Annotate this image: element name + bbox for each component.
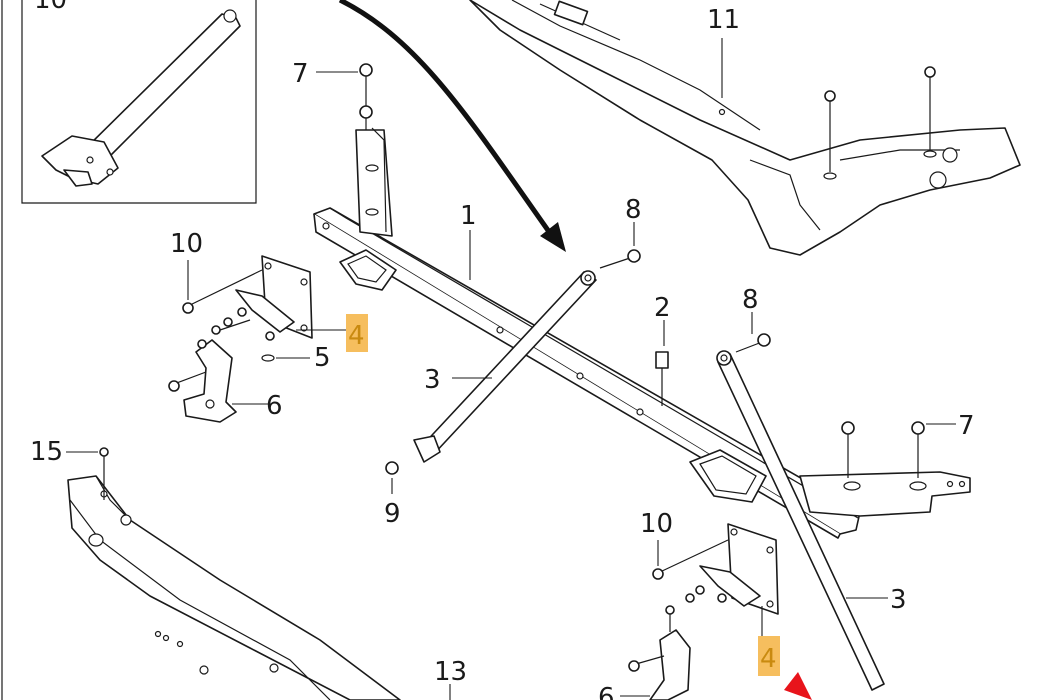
- callout-7-right: 7: [958, 411, 975, 441]
- callout-5: 5: [314, 343, 331, 373]
- callout-3-right: 3: [890, 585, 907, 615]
- strut-3-left: 8 3 9: [384, 195, 642, 529]
- callout-6-bottom: 6: [598, 683, 615, 700]
- callout-11: 11: [707, 5, 740, 35]
- mount-assembly-left: 10 6 5 4: [168, 229, 368, 423]
- callout-9: 9: [384, 499, 401, 529]
- callout-2: 2: [654, 293, 671, 323]
- callout-1: 1: [460, 201, 477, 231]
- support-plate-left: 7: [292, 59, 393, 237]
- red-pointer-icon: [784, 672, 812, 700]
- callout-8-top: 8: [625, 195, 642, 225]
- stud-2: 2: [654, 293, 671, 406]
- support-plate-right: 7: [799, 411, 975, 517]
- callout-7-left: 7: [292, 59, 309, 89]
- callout-8-mid: 8: [742, 285, 759, 315]
- highlight-4-right: [758, 636, 780, 676]
- callout-3-left: 3: [424, 365, 441, 395]
- highlight-4-left: [346, 314, 368, 352]
- callout-10-right: 10: [640, 509, 673, 539]
- cross-member-11: 11: [469, 0, 1021, 256]
- bumper-beam-13: 13: [67, 475, 467, 700]
- small-bolts: [211, 307, 275, 341]
- bolt: [923, 66, 937, 158]
- mount-assembly-right: 10 6 4: [598, 509, 812, 700]
- bolt: [823, 90, 837, 180]
- screw-15: 15: [30, 437, 109, 500]
- callout-13: 13: [434, 657, 467, 687]
- callout-15: 15: [30, 437, 63, 467]
- callout-4-left: 4: [348, 321, 365, 351]
- inset-detail: 10: [21, 0, 257, 204]
- main-beam-1: 1: [313, 201, 861, 539]
- inset-label: 10: [34, 0, 67, 15]
- curved-arrow: [338, 0, 566, 252]
- strut-3-right: 8 3: [716, 285, 907, 691]
- callout-4-right: 4: [760, 644, 777, 674]
- callout-6-left: 6: [266, 391, 283, 421]
- callout-10-left: 10: [170, 229, 203, 259]
